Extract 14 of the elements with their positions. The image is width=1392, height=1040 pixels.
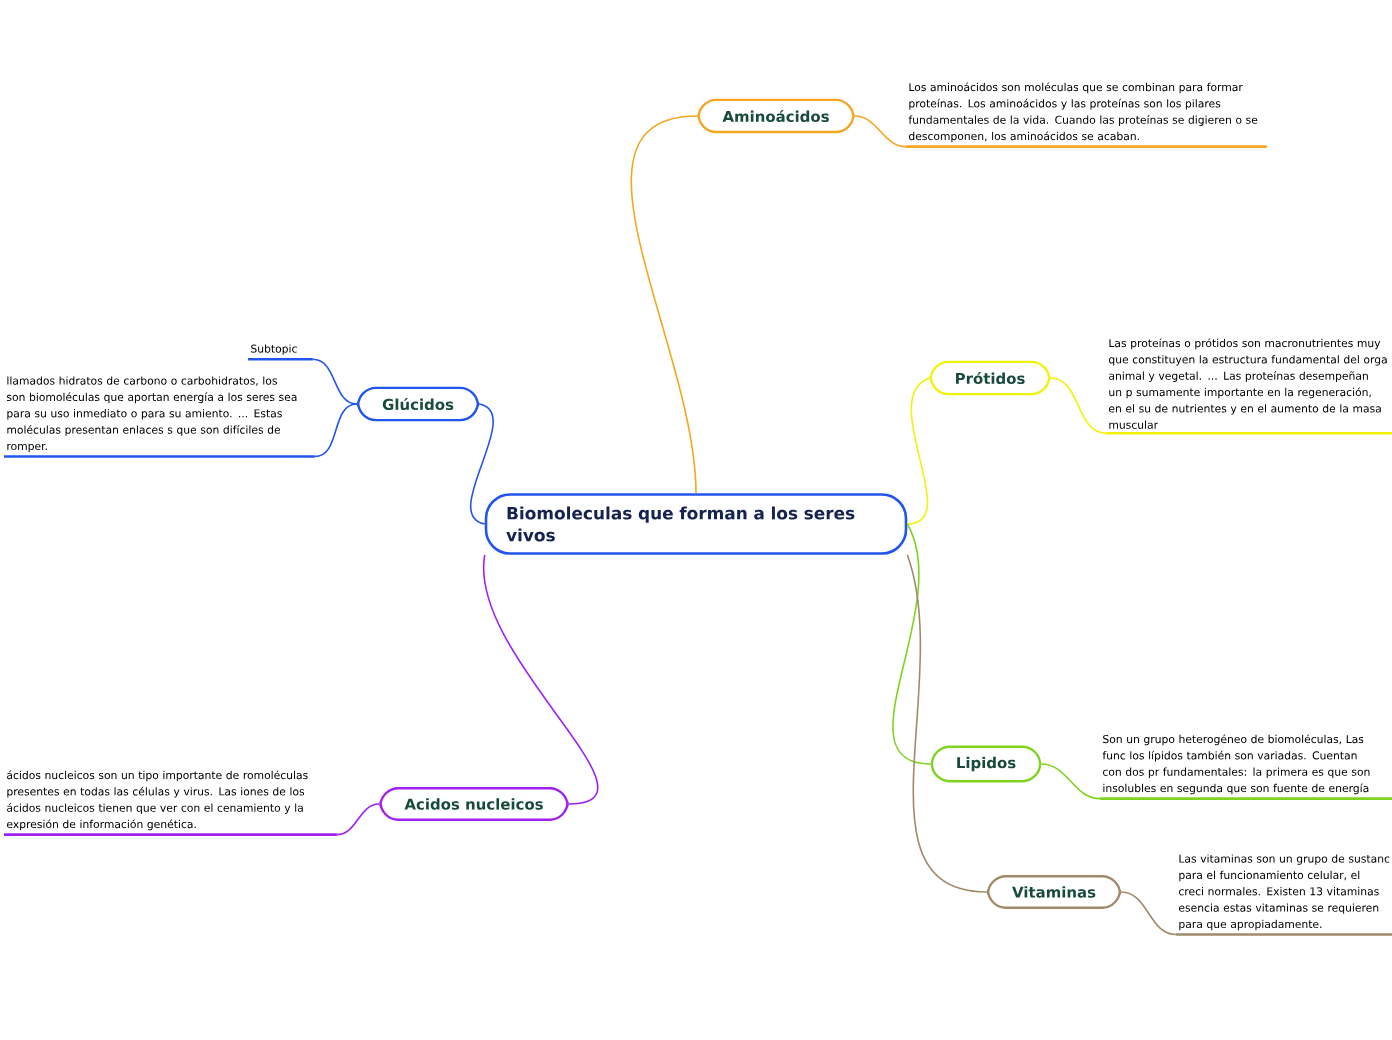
- connector-line: [906, 377, 931, 525]
- connector-line: [470, 403, 494, 525]
- connector-line: [1049, 377, 1107, 435]
- connector-line: [312, 358, 358, 405]
- connector-line: [314, 403, 358, 458]
- connector-line: [336, 803, 381, 836]
- connector-line: [1120, 891, 1177, 936]
- connector-line: [853, 115, 907, 148]
- connector-line: [630, 115, 699, 494]
- connector-line: [906, 554, 988, 893]
- connector-line: [483, 554, 598, 805]
- connector-line: [1040, 763, 1101, 800]
- central-topic-box: Biomoleculas que forman a los seres vivos: [484, 493, 908, 555]
- connector-line: [892, 523, 932, 765]
